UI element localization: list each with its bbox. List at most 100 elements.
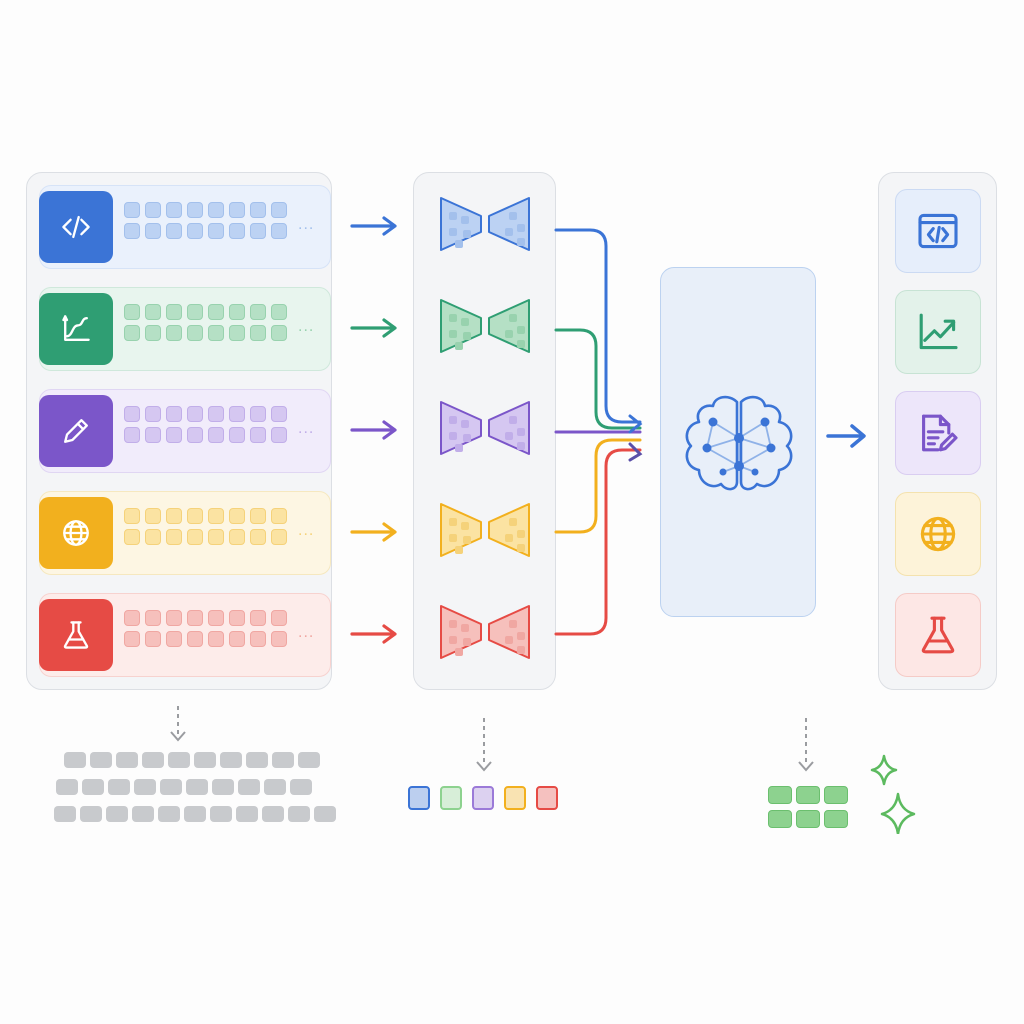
input-panel: ...............: [26, 172, 332, 690]
connector-yellow: [554, 438, 642, 534]
token: [271, 223, 287, 239]
token: [166, 406, 182, 422]
token: [271, 304, 287, 320]
input-row-writing: ...: [39, 389, 331, 473]
token: [208, 202, 224, 218]
input-row-chart: ...: [39, 287, 331, 371]
token-grid: [124, 304, 288, 341]
token: [124, 325, 140, 341]
token: [166, 508, 182, 524]
token: [187, 406, 203, 422]
input-row-code: ...: [39, 185, 331, 269]
token: [271, 508, 287, 524]
token: [250, 529, 266, 545]
token: [124, 223, 140, 239]
token: [271, 631, 287, 647]
token: [166, 202, 182, 218]
globe-icon-tile: [39, 497, 113, 569]
token: [229, 202, 245, 218]
connector-green: [554, 328, 642, 430]
token: [166, 304, 182, 320]
arrow-writing: [350, 420, 397, 440]
token: [187, 529, 203, 545]
token: [250, 325, 266, 341]
arrow-chart: [350, 318, 397, 338]
pencil-icon: [64, 419, 88, 443]
trend-chart-icon: [919, 313, 958, 350]
token: [124, 631, 140, 647]
flask-icon-tile: [39, 599, 113, 671]
output-card-1: [895, 290, 981, 374]
output-card-4: [895, 593, 981, 677]
token: [208, 406, 224, 422]
token: [271, 529, 287, 545]
token: [250, 427, 266, 443]
encoder-bowtie-web: [440, 503, 530, 557]
token: [187, 508, 203, 524]
token-grid: [124, 610, 288, 647]
token: [145, 325, 161, 341]
output-card-0: [895, 189, 981, 273]
token: [229, 508, 245, 524]
token: [229, 406, 245, 422]
code-icon: [62, 215, 90, 239]
token: [250, 508, 266, 524]
connector-blue: [554, 228, 642, 424]
token: [208, 427, 224, 443]
encoder-bowtie-chart: [440, 299, 530, 353]
arrow-code: [350, 216, 397, 236]
token: [145, 508, 161, 524]
token: [145, 304, 161, 320]
token-grid: [124, 406, 288, 443]
output-panel: [878, 172, 997, 690]
token: [145, 631, 161, 647]
code-window-icon: [918, 213, 958, 249]
token: [271, 427, 287, 443]
arrow-web: [350, 522, 397, 542]
token: [124, 406, 140, 422]
token: [166, 610, 182, 626]
ellipsis: ...: [298, 420, 315, 437]
encoder-panel: [413, 172, 556, 690]
flask-icon: [921, 616, 955, 654]
token: [145, 610, 161, 626]
line-chart-icon: [62, 315, 90, 341]
line-chart-icon-tile: [39, 293, 113, 365]
swatch: [408, 786, 430, 810]
encoder-bowtie-code: [440, 197, 530, 251]
token: [250, 406, 266, 422]
ellipsis: ...: [298, 522, 315, 539]
token: [250, 223, 266, 239]
sparkle-icon: [870, 754, 916, 834]
token: [208, 508, 224, 524]
token: [229, 304, 245, 320]
token: [124, 610, 140, 626]
arrow-science: [350, 624, 397, 644]
token: [145, 427, 161, 443]
input-row-web: ...: [39, 491, 331, 575]
token: [166, 223, 182, 239]
color-swatches: [408, 786, 568, 814]
token: [187, 304, 203, 320]
output-arrow: [826, 424, 866, 448]
token: [250, 631, 266, 647]
model-box: [660, 267, 816, 617]
token: [187, 223, 203, 239]
token: [229, 325, 245, 341]
token: [250, 304, 266, 320]
output-card-3: [895, 492, 981, 576]
token: [124, 202, 140, 218]
token: [166, 529, 182, 545]
ellipsis: ...: [298, 318, 315, 335]
ellipsis: ...: [298, 624, 315, 641]
token: [208, 610, 224, 626]
token: [145, 406, 161, 422]
swatch: [472, 786, 494, 810]
token: [187, 427, 203, 443]
token: [187, 202, 203, 218]
token: [187, 610, 203, 626]
token: [145, 202, 161, 218]
flask-icon: [63, 621, 89, 649]
swatch: [536, 786, 558, 810]
token-grid: [124, 202, 288, 239]
